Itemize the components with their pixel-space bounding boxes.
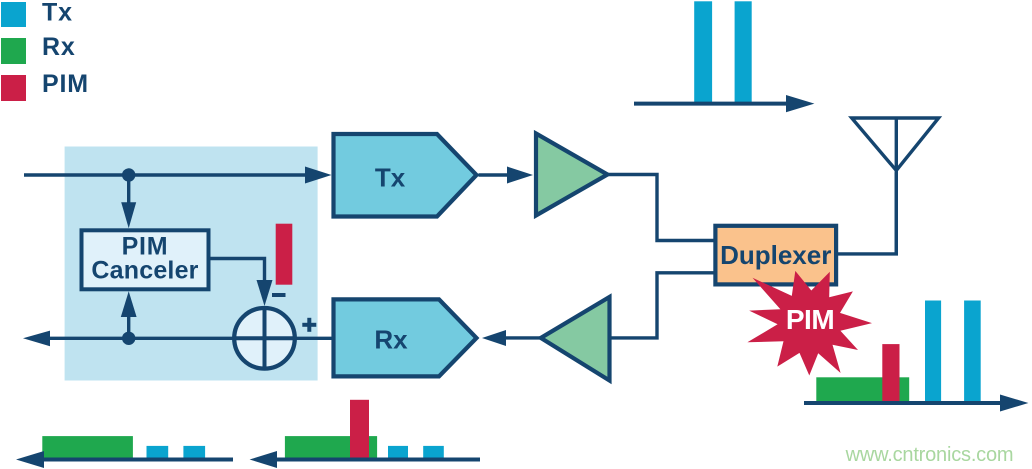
- svg-text:Duplexer: Duplexer: [720, 240, 831, 270]
- svg-text:Tx: Tx: [375, 163, 406, 193]
- svg-text:PIM: PIM: [122, 233, 169, 261]
- svg-text:PIM: PIM: [786, 304, 834, 335]
- svg-text:www.cntronics.com: www.cntronics.com: [845, 444, 1014, 466]
- svg-text:Tx: Tx: [42, 0, 73, 27]
- svg-text:Rx: Rx: [42, 33, 76, 61]
- svg-text:Canceler: Canceler: [91, 257, 198, 285]
- svg-text:PIM: PIM: [42, 70, 89, 98]
- svg-text:Rx: Rx: [374, 325, 408, 355]
